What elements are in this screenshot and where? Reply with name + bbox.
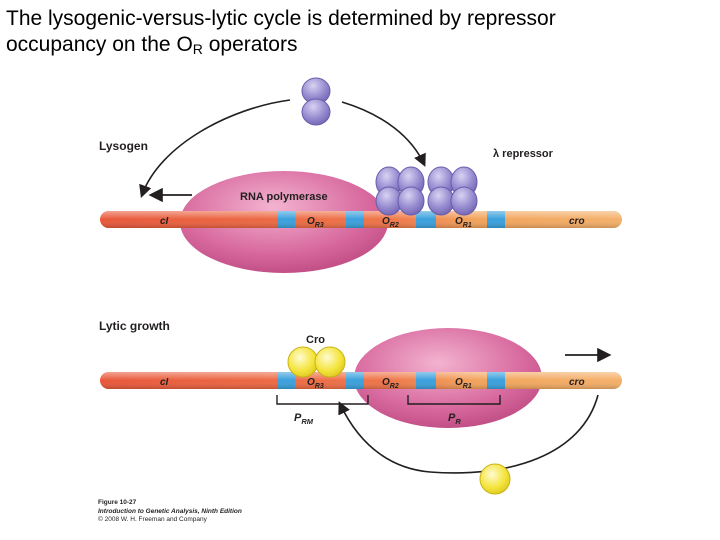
operator-or2-lytic: OR2 [382,377,399,390]
book-title: Introduction to Genetic Analysis, Ninth … [98,507,242,515]
promoter-prm: PRM [294,412,314,426]
gene-ci-lysogen: cI [160,216,169,227]
gene-cro-lysogen: cro [569,216,585,227]
repressor-label: λ repressor [493,148,554,160]
lysogen-panel: Lysogen RNA polymerase cI cro OR3 OR2 OR… [99,77,622,273]
slide-title: The lysogenic-versus-lytic cycle is dete… [6,6,706,62]
operator-or1-lytic: OR1 [455,377,472,390]
title-line-2-tail: operators [202,33,298,56]
free-repressor-dimer [301,77,331,126]
promoter-pr: PR [448,412,461,426]
gene-ci-lytic: cI [160,377,169,388]
operator-or3-lysogen: OR3 [307,216,324,229]
bound-cro-dimer [287,346,346,378]
rna-polymerase-label: RNA polymerase [240,191,328,203]
cro-label: Cro [306,334,325,346]
operator-or1-lysogen: OR1 [455,216,472,229]
prm-bracket [276,395,369,405]
lysogen-heading: Lysogen [99,139,148,153]
cro-feedback-arrow [338,394,599,474]
operator-or2-lysogen: OR2 [382,216,399,229]
copyright: © 2008 W. H. Freeman and Company [98,516,207,523]
figure-number: Figure 10-27 [98,499,137,506]
title-line-2-text: occupancy on the O [6,33,193,56]
lytic-heading: Lytic growth [99,319,170,333]
free-cro-protein [479,463,511,495]
title-line-1: The lysogenic-versus-lytic cycle is dete… [6,7,556,30]
gene-cro-lytic: cro [569,377,585,388]
title-line-2: occupancy on the OR operators [6,32,706,62]
operator-or3-lytic: OR3 [307,377,324,390]
figure-credit: Figure 10-27 Introduction to Genetic Ana… [98,499,242,525]
title-subscript: R [192,41,203,57]
lytic-panel: Lytic growth cI cro Cro OR3 OR2 OR1 PRM … [99,319,622,495]
repressor-binding-arrow [341,101,426,167]
pr-bracket [407,395,501,405]
bound-repressor-dimers [375,166,478,216]
lysogen-return-arrow [139,99,291,199]
